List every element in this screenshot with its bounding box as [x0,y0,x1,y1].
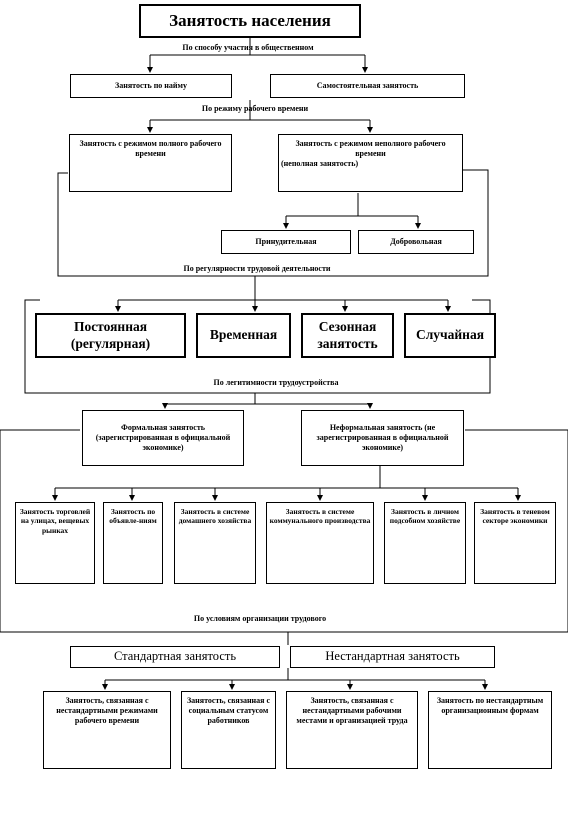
legality-item-3: Занятость в системе домашнего хозяйства [174,502,256,584]
partial-time-note: (неполная занятость) [281,159,359,168]
informal-box: Неформальная занятость (не зарегистриров… [301,410,464,466]
seasonal-text: Сезонная занятость [317,318,378,351]
org-item-1: Занятость, связанная с нестандартными ре… [43,691,171,769]
org-item-2: Занятость, связанная с социальным статус… [181,691,276,769]
permanent-text: Постоянная [73,318,148,334]
formal-box: Формальная занятость (зарегистрированная… [82,410,244,466]
title-box: Занятость населения [139,4,361,38]
forced-box: Принудительная [221,230,351,254]
partial-time-box: Занятость с режимом неполного рабочего в… [278,134,463,192]
org-item-2-text: Занятость, связанная с социальным статус… [186,696,271,725]
legality-item-5: Занятость в личном подсобном хозяйстве [384,502,466,584]
legality-item-2: Занятость по объявле-ниям [103,502,163,584]
legality-item-3-text: Занятость в системе домашнего хозяйства [178,507,252,526]
casual-box: Случайная [404,313,496,358]
hired-employment-box: Занятость по найму [70,74,232,98]
criterion-regularity: По регулярности трудовой деятельности [183,264,331,273]
legality-item-2-text: Занятость по объявле-ниям [109,507,157,526]
org-item-4: Занятость по нестандартным организационн… [428,691,552,769]
standard-box: Стандартная занятость [70,646,280,668]
casual-text: Случайная [415,327,485,343]
informal-text: Неформальная занятость (не зарегистриров… [316,423,449,452]
permanent-box: Постоянная (регулярная) [35,313,186,358]
org-item-1-text: Занятость, связанная с нестандартными ре… [56,696,158,725]
full-time-text: Занятость с режимом полного рабочего вре… [79,139,222,158]
criterion-organization: По условиям организации трудового [193,614,327,623]
criterion-work-time: По режиму рабочего времени [201,104,309,113]
formal-text: Формальная занятость (зарегистрированная… [95,423,231,452]
temporary-box: Временная [196,313,291,358]
legality-item-5-text: Занятость в личном подсобном хозяйстве [389,507,461,526]
criterion-participation: По способу участия в общественном [182,43,314,52]
legality-item-4-text: Занятость в системе коммунального произв… [269,507,371,526]
hired-employment-text: Занятость по найму [115,81,187,90]
standard-text: Стандартная занятость [113,649,237,664]
self-employment-text: Самостоятельная занятость [316,81,419,90]
forced-text: Принудительная [255,237,317,246]
legality-item-6-text: Занятость в теневом секторе экономики [480,507,550,526]
legality-item-4: Занятость в системе коммунального произв… [266,502,374,584]
permanent-note: (регулярная) [70,335,151,351]
self-employment-box: Самостоятельная занятость [270,74,465,98]
criterion-legality: По легитимности трудоустройства [213,378,339,387]
org-item-4-text: Занятость по нестандартным организационн… [436,696,544,715]
temporary-text: Временная [209,327,278,343]
seasonal-box: Сезонная занятость [301,313,394,358]
title-text: Занятость населения [169,11,331,31]
nonstandard-text: Нестандартная занятость [325,649,460,664]
legality-item-1-text: Занятость торговлей на улицах, вещевых р… [19,507,91,535]
voluntary-box: Добровольная [358,230,474,254]
org-item-3-text: Занятость, связанная с нестандартными ра… [296,696,408,725]
org-item-3: Занятость, связанная с нестандартными ра… [286,691,418,769]
nonstandard-box: Нестандартная занятость [290,646,495,668]
legality-item-6: Занятость в теневом секторе экономики [474,502,556,584]
partial-time-text: Занятость с режимом неполного рабочего в… [295,139,446,158]
full-time-box: Занятость с режимом полного рабочего вре… [69,134,232,192]
voluntary-text: Добровольная [390,237,442,246]
legality-item-1: Занятость торговлей на улицах, вещевых р… [15,502,95,584]
